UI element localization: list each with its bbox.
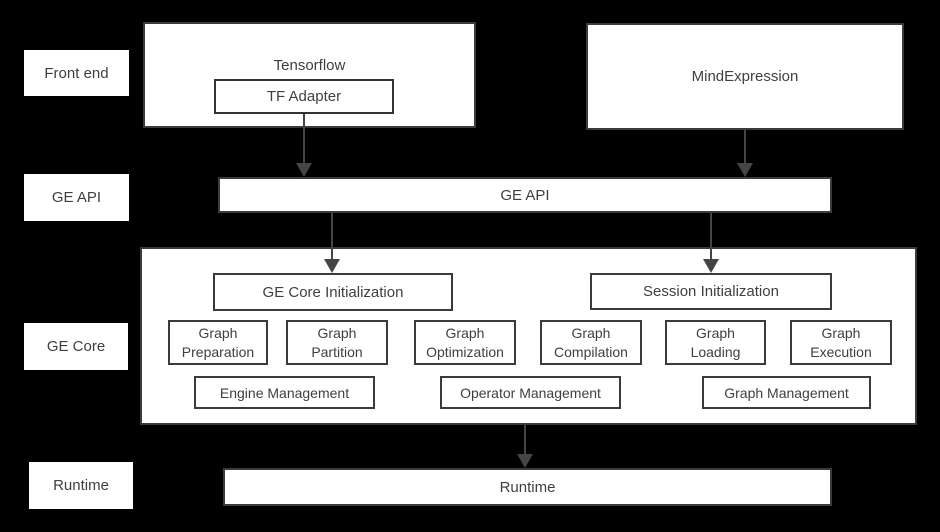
graph-loading-box: Graph Loading [665, 320, 766, 365]
arrow-tf-adapter-to-ge-api [296, 114, 312, 177]
arrow-line [331, 213, 333, 259]
graph-management-box: Graph Management [702, 376, 871, 409]
graph-partition-box: Graph Partition [286, 320, 388, 365]
arrow-head-icon [737, 163, 753, 177]
session-initialization-box: Session Initialization [590, 273, 832, 310]
graph-execution-box: Graph Execution [790, 320, 892, 365]
graph-preparation-box: Graph Preparation [168, 320, 268, 365]
layer-label-front-end: Front end [24, 50, 129, 96]
layer-label-runtime: Runtime [29, 462, 133, 509]
graph-optimization-box: Graph Optimization [414, 320, 516, 365]
arrow-ge-core-to-runtime [517, 425, 533, 468]
tensorflow-label: Tensorflow [273, 57, 346, 74]
engine-management-box: Engine Management [194, 376, 375, 409]
arrow-head-icon [703, 259, 719, 273]
ge-api-bar: GE API [218, 177, 832, 213]
arrow-mindexpression-to-ge-api [737, 130, 753, 177]
runtime-bar: Runtime [223, 468, 832, 506]
graph-compilation-box: Graph Compilation [540, 320, 642, 365]
arrow-line [710, 213, 712, 259]
ge-core-panel: GE Core Initialization Session Initializ… [140, 247, 917, 425]
ge-core-initialization-box: GE Core Initialization [213, 273, 453, 311]
layer-label-ge-api: GE API [24, 174, 129, 221]
arrow-line [524, 425, 526, 454]
mindexpression-box: MindExpression [586, 23, 904, 130]
operator-management-box: Operator Management [440, 376, 621, 409]
tf-adapter-box: TF Adapter [214, 79, 394, 114]
arrow-line [303, 114, 305, 163]
arrow-head-icon [324, 259, 340, 273]
arrow-line [744, 130, 746, 163]
arrow-head-icon [517, 454, 533, 468]
arrow-ge-api-to-session-init [703, 213, 719, 273]
arrow-head-icon [296, 163, 312, 177]
arrow-ge-api-to-core-init [324, 213, 340, 273]
tensorflow-box: Tensorflow TF Adapter [143, 22, 476, 128]
layer-label-ge-core: GE Core [24, 323, 128, 370]
